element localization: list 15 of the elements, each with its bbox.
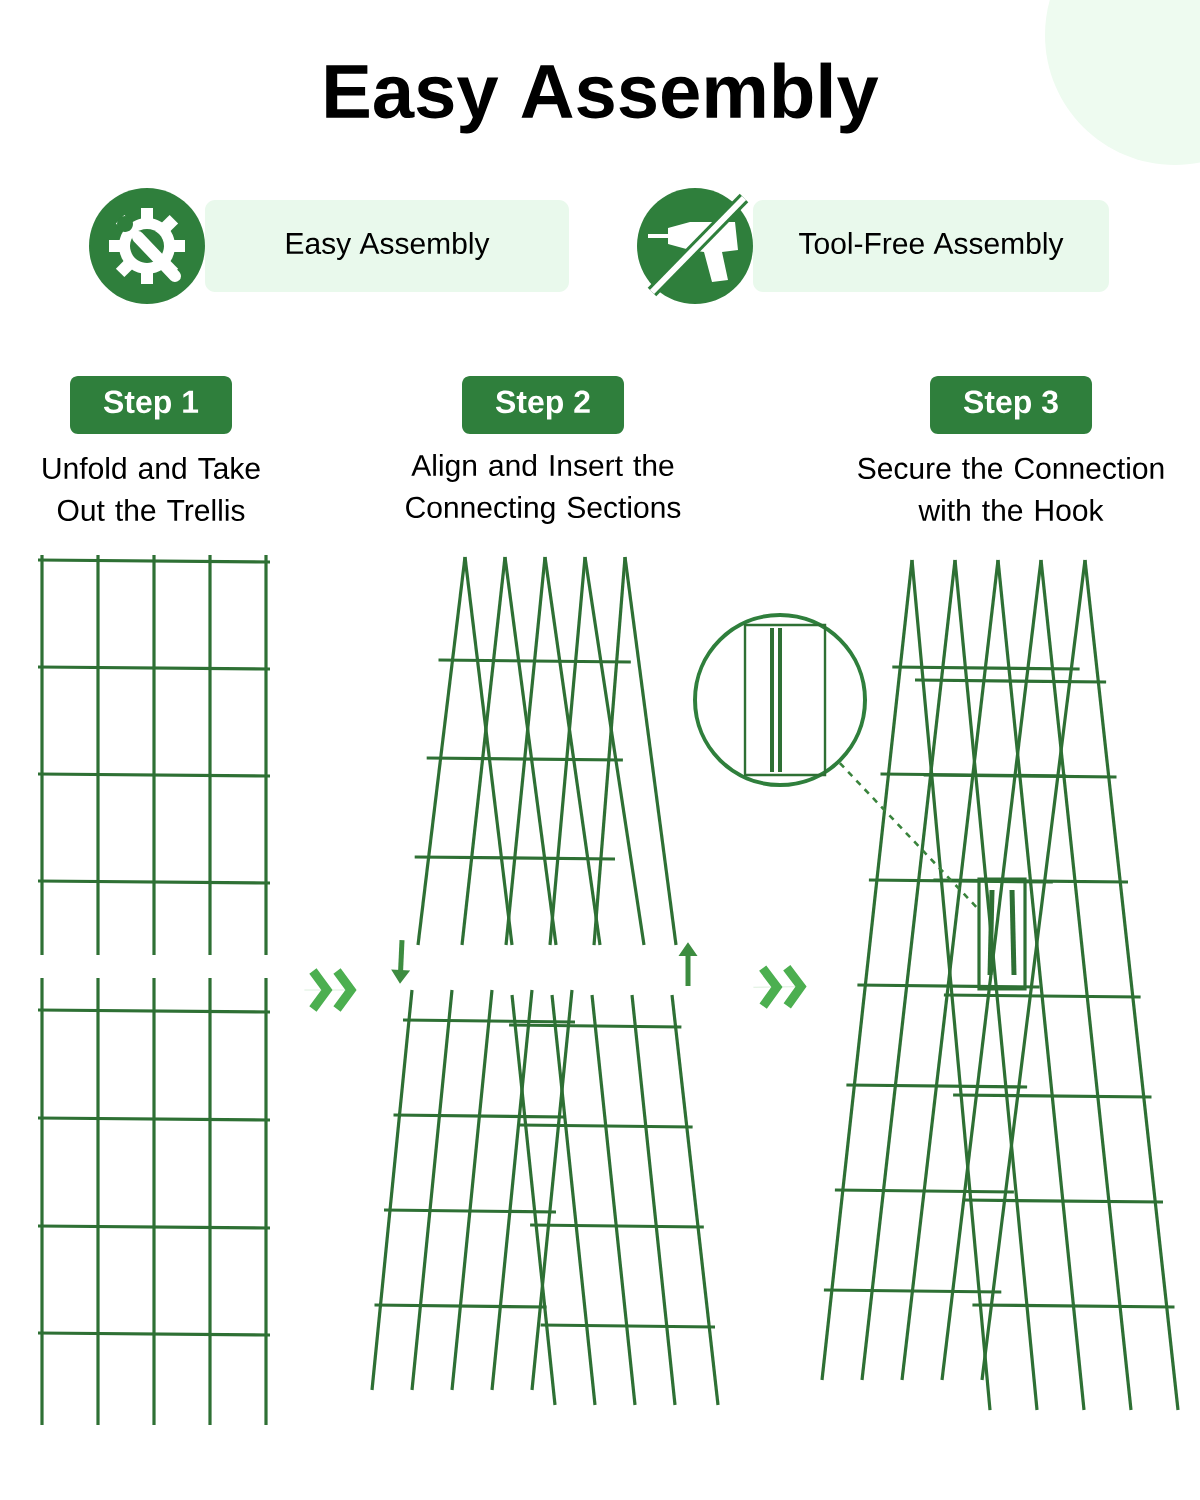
title: Easy Assembly [326,62,879,134]
leader-line [838,762,979,909]
step-caption: Unfold and Take Out the Trellis [43,457,260,521]
feature-label: Tool-Free Assembly [753,200,1109,292]
step-badge: Step 3 [930,376,1092,434]
step-caption: Align and Insert the Connecting Sections [406,454,681,524]
magnifier-circle [693,613,867,787]
step-badge: Step 1 [70,376,232,434]
step-badge: Step 2 [462,376,624,434]
trellis-drawing [370,556,720,1406]
step-caption: Secure the Connection with the Hook [858,457,1164,521]
trellis-drawing [38,555,270,1425]
trellis-drawing [820,559,1180,1411]
hook-detail [977,877,1027,991]
feature-label: Easy Assembly [205,200,569,292]
